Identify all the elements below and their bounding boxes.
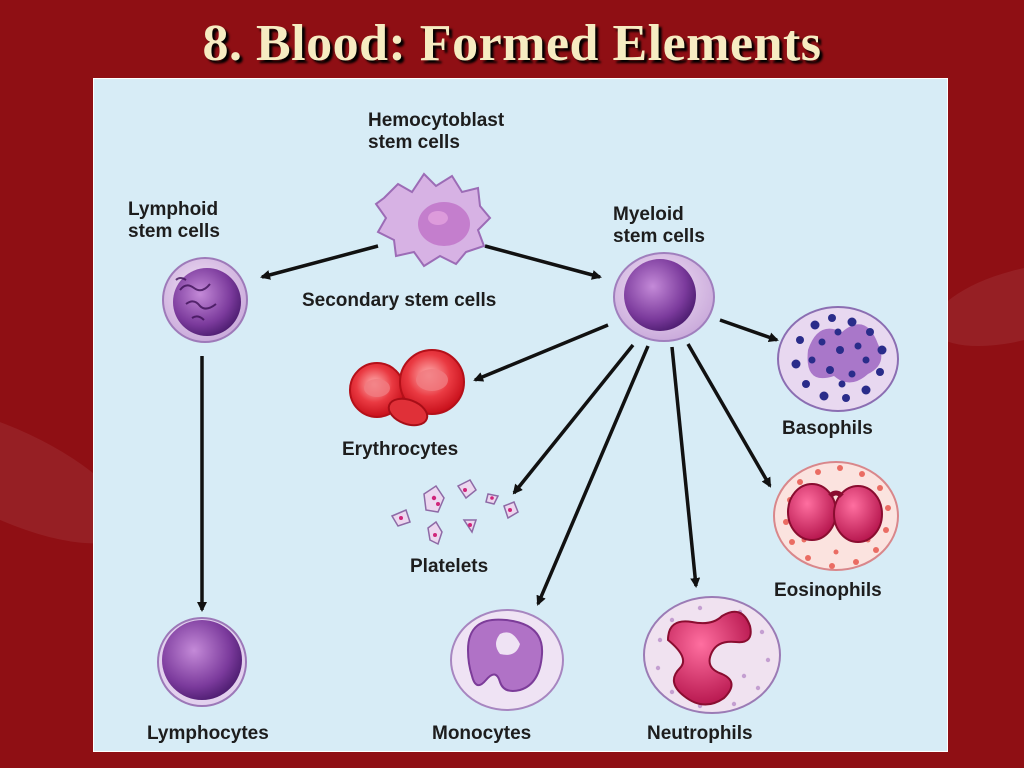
arrow-hemo-to-myeloid [484,244,602,280]
platelets-label: Platelets [410,556,489,577]
arrow-myeloid-to-monocytes [536,345,650,606]
erythrocytes-cell [349,349,465,427]
hemocytoblast-label-line1: Hemocytoblast [368,110,505,131]
arrows [197,244,779,612]
platelets-cell [390,479,519,546]
arrow-hemo-to-lymphoid [260,244,379,280]
arrow-myeloid-to-eosinophils [686,343,772,488]
basophil-cell [777,306,899,412]
eosinophil-cell [773,461,899,571]
secondary-stem-cells-label: Secondary stem cells [302,290,497,311]
myeloid-label-line2: stem cells [613,226,705,247]
lymphoid-stem-cell [162,257,248,343]
myeloid-stem-cell [613,252,715,342]
hemocytoblast-label: Hemocytoblast stem cells [368,110,504,154]
arrow-myeloid-to-basophils [719,318,779,343]
arrow-myeloid-to-neutrophils [670,346,701,588]
basophils-label: Basophils [782,418,873,439]
lymphoid-label-line2: stem cells [128,221,220,242]
arrow-myeloid-to-platelets [512,343,635,495]
slide-title: 8. Blood: Formed Elements [202,15,822,72]
monocyte-cell [450,609,564,711]
erythrocytes-label: Erythrocytes [342,439,459,460]
lymphocytes-label: Lymphocytes [147,723,269,744]
monocytes-label: Monocytes [432,723,532,744]
lymphoid-label: Lymphoid stem cells [128,199,220,243]
neutrophil-cell [643,596,781,714]
arrow-myeloid-to-erythrocytes [473,323,609,382]
hemocytoblast-label-line2: stem cells [368,132,460,153]
myeloid-label: Myeloid stem cells [613,204,705,248]
eosinophils-label: Eosinophils [774,580,882,601]
lymphocyte-cell [157,617,247,707]
neutrophils-label: Neutrophils [647,723,753,744]
myeloid-label-line1: Myeloid [613,204,684,225]
hemocytoblast-cell [374,172,492,268]
lymphoid-label-line1: Lymphoid [128,199,219,220]
